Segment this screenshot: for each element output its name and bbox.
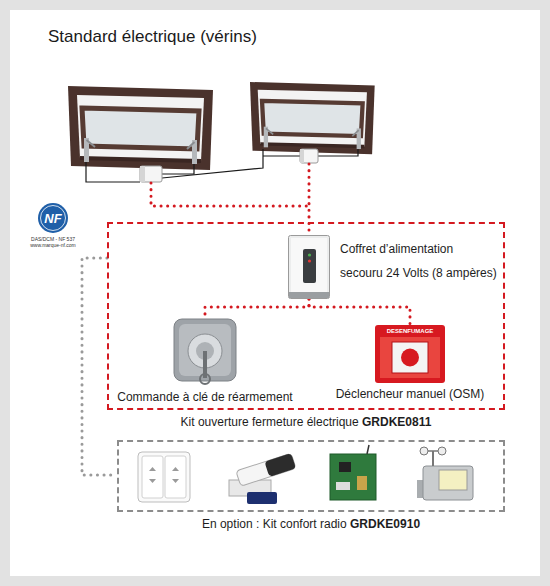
weather-sensor [439,470,467,490]
caption-text: En option : Kit confort radio [202,517,350,531]
power-supply-node: Coffret d’alimentation secouru 24 Volts … [288,235,498,299]
key-switch-illustration [174,319,236,381]
illustration [288,235,330,299]
wall-switch [149,467,156,471]
device-caption: Déclencheur manuel (OSM) [336,387,485,402]
wall-switch [149,479,156,483]
nf-logo [38,203,68,233]
radio-remote [247,492,277,504]
power-wire [151,183,309,206]
radio-remote [236,453,296,486]
power-supply-illustration [308,253,311,256]
junction-box [300,149,304,163]
device-marking: DESENFUMAGE [387,328,434,334]
weather-sensor [420,447,428,455]
option-devices-illustration [117,440,505,512]
caption-text: Kit ouverture fermeture électrique [181,415,362,429]
manual-trigger-illustration [401,349,419,367]
certification-text: DAS/DCM - NF 537 [31,237,75,242]
device-node: Commande à clé de réarmement [117,318,292,405]
weather-sensor [417,447,473,500]
group-caption: Kit ouverture fermeture électrique GRDKE… [107,415,505,430]
window [68,86,213,170]
radio-receiver-board [330,454,376,500]
actuator-wire [263,155,300,156]
radio-remote [264,453,296,477]
power-supply-illustration [308,259,311,262]
window [250,82,375,154]
device-node: Déclencheur manuel (OSM) [336,325,485,402]
actuator-wire [162,164,194,174]
wall-switch [172,479,179,483]
illustration [173,318,237,386]
weather-sensor [432,451,434,466]
weather-sensor [438,447,446,455]
radio-receiver-board [336,482,350,490]
dotted-connector [205,299,309,318]
power-supply-illustration [288,235,330,299]
power-supply-illustration [291,238,327,292]
actuator-wire [318,149,358,156]
device-caption: Commande à clé de réarmement [117,390,292,405]
manual-trigger-illustration [375,325,445,383]
wall-switch [165,456,186,498]
kit-group: En option : Kit confort radio GRDKE0910 [117,440,505,534]
group-caption: En option : Kit confort radio GRDKE0910 [117,517,505,532]
kit-reference: GRDKE0811 [362,415,431,429]
diagram-title: Standard électrique (vérins) [48,27,257,47]
certification-url: www.marque-nf.com [30,243,76,248]
radio-remote [229,453,296,504]
junction-box [300,149,318,163]
manual-trigger-illustration [392,342,428,373]
junction-box [140,149,318,182]
radio-receiver-board [330,445,376,500]
dotted-connector [82,258,117,475]
text-column: Coffret d’alimentation secouru 24 Volts … [340,237,498,285]
dotted-connector [309,299,410,325]
kit-group: Kit ouverture fermeture électrique GRDKE… [107,222,505,432]
wall-switch [142,456,163,498]
radio-receiver-board [339,462,351,472]
power-supply-illustration [289,292,329,298]
key-switch-illustration [200,374,210,384]
nf-logo [38,203,68,233]
wall-switch [138,452,190,502]
manual-trigger-illustration [380,337,440,378]
power-supply-illustration [289,236,330,299]
kit-reference: GRDKE0910 [350,517,420,531]
radio-receiver-board [367,445,369,454]
junction-box [140,166,162,182]
illustration [117,440,505,512]
wall-switch [138,452,190,502]
device-label: Coffret d’alimentation secouru 24 Volts … [340,237,498,285]
radio-receiver-board [357,476,367,490]
weather-sensor [423,466,473,500]
radio-remote [236,453,296,486]
wall-switch [172,467,179,471]
actuator-wire [86,149,358,182]
power-supply-illustration [303,249,316,283]
nf-mark: NF [44,212,61,225]
key-switch-illustration [173,318,237,386]
nf-logo [41,206,66,231]
actuator-wire [86,162,140,182]
actuator-wire [162,149,263,178]
junction-box [140,166,145,182]
